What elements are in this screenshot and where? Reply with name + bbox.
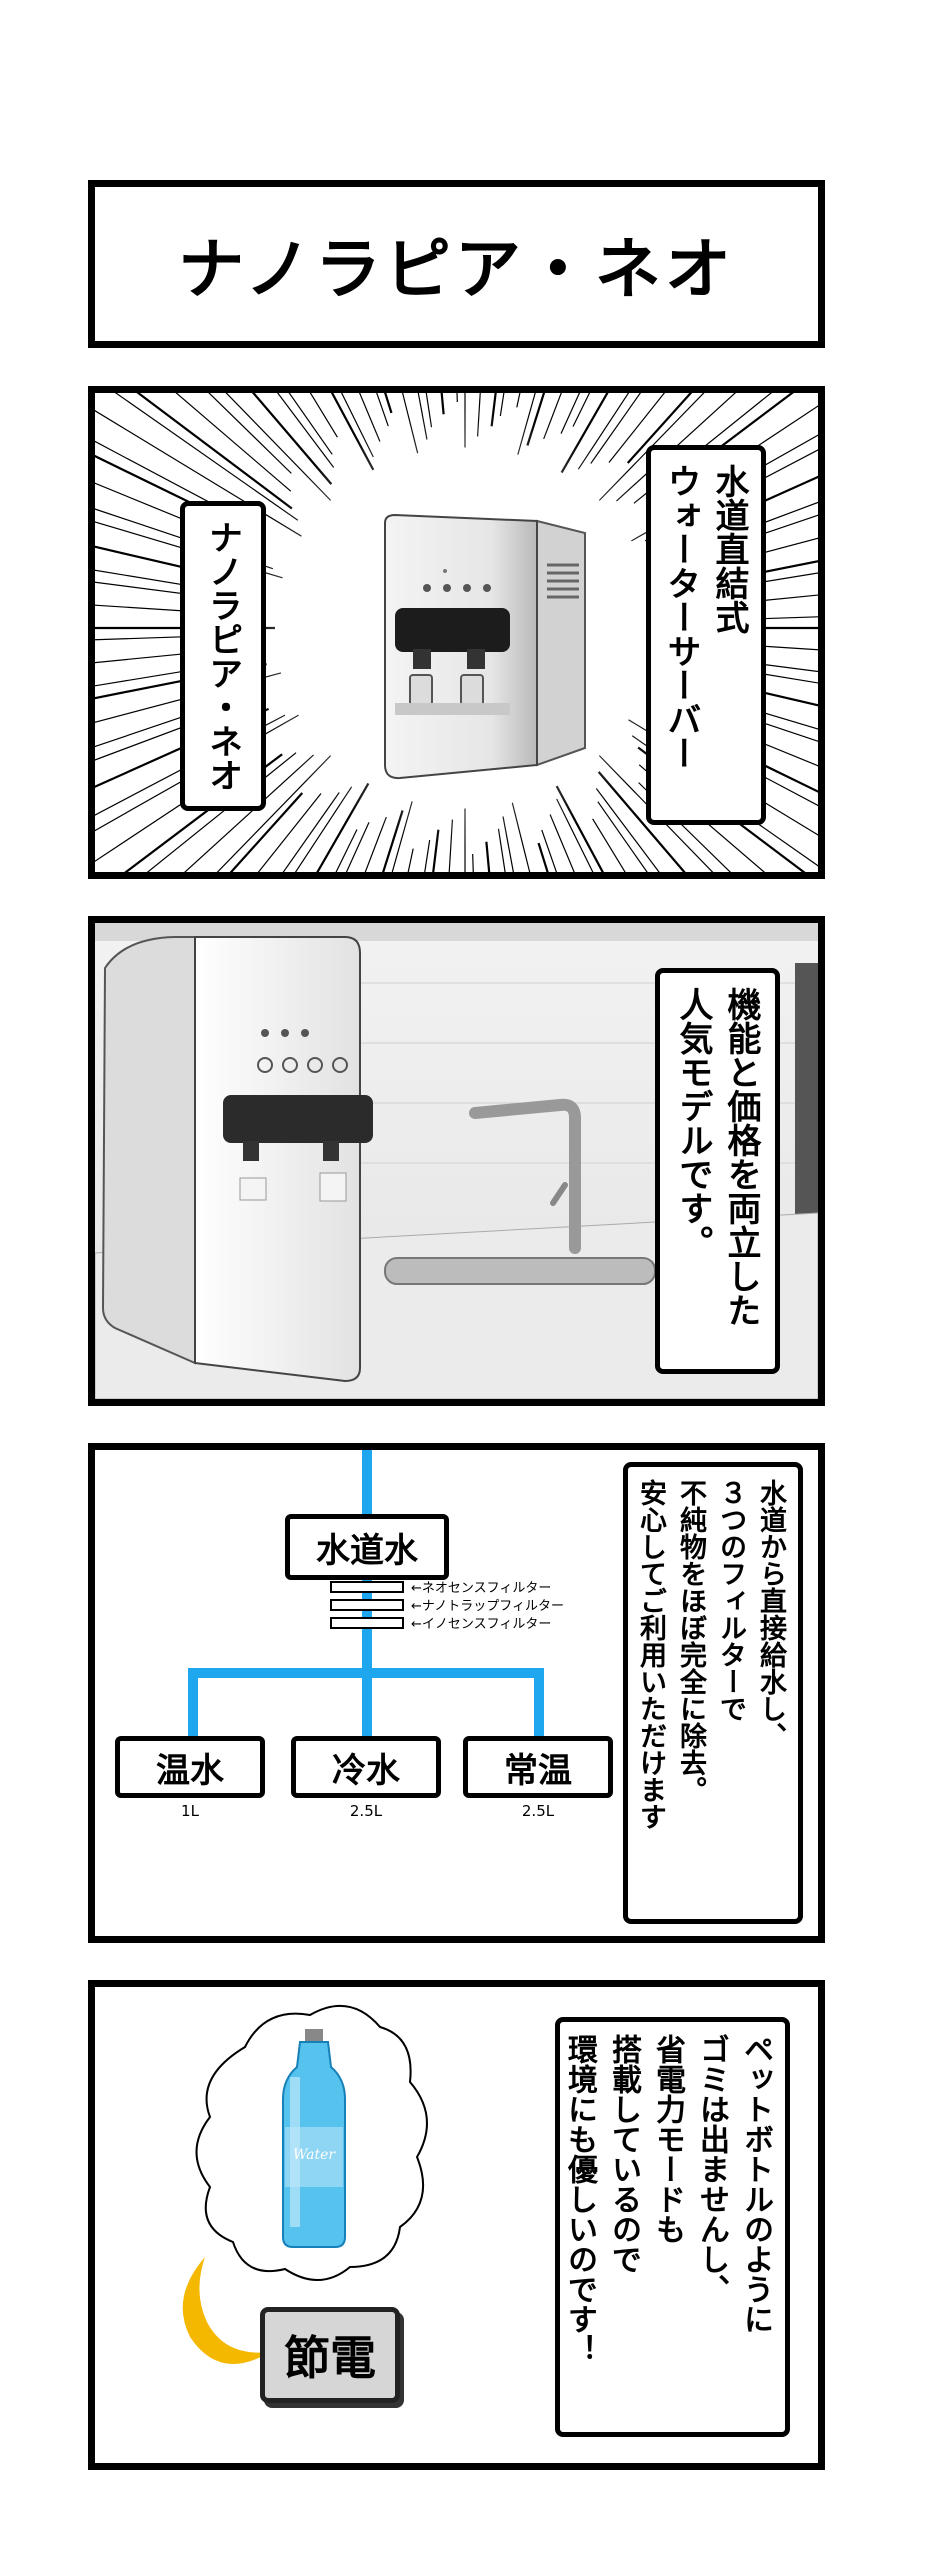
moon-icon (182, 2257, 270, 2364)
desc-line: 水道直結式 (709, 464, 749, 634)
product-type-box: 水道直結式 ウォーターサーバー (646, 445, 766, 825)
output-label: 冷水 (332, 1750, 400, 1791)
desc-line: 環境にも優しいのです！ (562, 2034, 597, 2364)
desc-line: 水道から直接給水し、 (755, 1479, 786, 1749)
bottle-label: Water (292, 2147, 336, 2163)
power-save-button[interactable]: 節電 (260, 2307, 400, 2403)
capacity-cold: 2.5L (349, 1802, 383, 1820)
source-box: 水道水 (285, 1514, 449, 1580)
eco-illustration (182, 2004, 428, 2364)
desc-line: ウォーターサーバー (661, 464, 701, 770)
output-box-room: 常温 (463, 1736, 613, 1798)
desc-line: 省電力モードも (650, 2034, 685, 2244)
filter-desc-box: 水道から直接給水し、 ３つのフィルターで 不純物をほぼ完全に除去。 安心してご利… (623, 1462, 803, 1924)
desc-line: ゴミは出ませんし、 (694, 2034, 729, 2304)
desc-line: 安心してご利用いただけます (635, 1479, 666, 1830)
desc-line: ペットボトルのように (738, 2034, 773, 2334)
panel-intro: ナノラピア・ネオ 水道直結式 ウォーターサーバー (88, 386, 825, 879)
filter-label-innocense: ←イノセンスフィルター (411, 1617, 552, 1632)
comic-title: ナノラピア・ネオ (178, 230, 735, 308)
water-server-illustration (235, 408, 695, 848)
flow-diagram (188, 1450, 544, 1740)
filter-label-neosense: ←ネオセンスフィルター (411, 1581, 552, 1596)
source-label: 水道水 (316, 1530, 418, 1571)
product-name-text: ナノラピア・ネオ (202, 520, 243, 792)
desc-line: 搭載しているので (606, 2034, 641, 2274)
output-label: 温水 (156, 1750, 224, 1791)
output-label: 常温 (504, 1750, 572, 1791)
eco-desc-box: ペットボトルのように ゴミは出ませんし、 省電力モードも 搭載しているので 環境… (555, 2017, 790, 2437)
desc-line: 人気モデルです。 (673, 987, 713, 1259)
model-desc-box: 機能と価格を両立した 人気モデルです。 (655, 968, 780, 1374)
filter-label-nanotrap: ←ナノトラップフィルター (411, 1599, 564, 1614)
product-name-box: ナノラピア・ネオ (180, 501, 266, 811)
panel-eco: Water 節電 ペットボトルのように ゴミは出ませんし、 省電力モードも 搭載… (88, 1980, 825, 2470)
filter-stack (330, 1581, 404, 1629)
output-box-cold: 冷水 (291, 1736, 441, 1798)
capacity-hot: 1L (181, 1802, 199, 1820)
panel-kitchen: 機能と価格を両立した 人気モデルです。 (88, 916, 825, 1406)
output-box-hot: 温水 (115, 1736, 265, 1798)
desc-line: 不純物をほぼ完全に除去。 (675, 1479, 706, 1803)
capacity-room: 2.5L (521, 1802, 555, 1820)
desc-line: 機能と価格を両立した (721, 987, 761, 1327)
panel-filters: 水道水 ←ネオセンスフィルター ←ナノトラップフィルター ←イノセンスフィルター… (88, 1443, 825, 1943)
power-save-label: 節電 (284, 2331, 376, 2385)
desc-line: ３つのフィルターで (715, 1479, 746, 1722)
water-bottle-icon (282, 2029, 346, 2248)
title-panel: ナノラピア・ネオ (88, 180, 825, 348)
